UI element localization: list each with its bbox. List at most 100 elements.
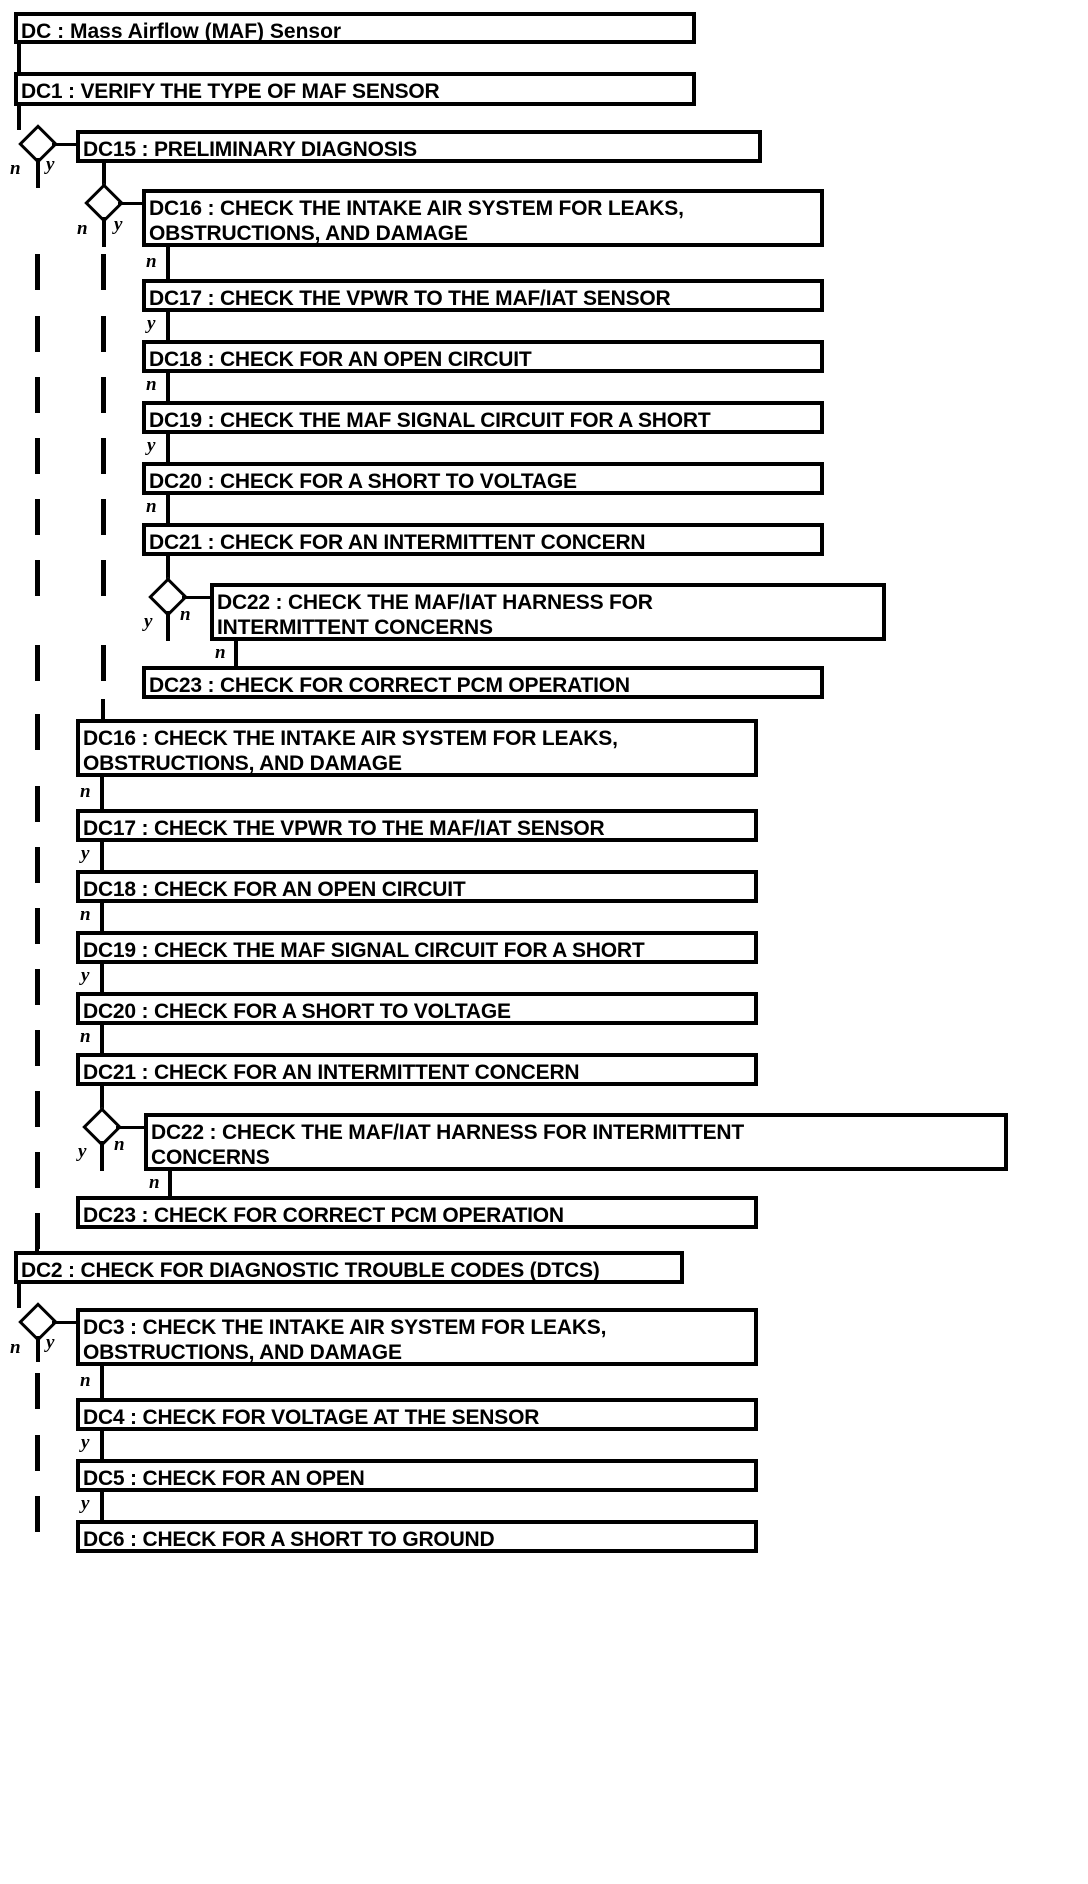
edge-label-dc18b-out: n xyxy=(80,904,91,925)
edge-DC3-out xyxy=(100,1366,104,1398)
edge-dc2-n-spine xyxy=(36,1336,40,1362)
node-DC21a[interactable]: DC21 : CHECK FOR AN INTERMITTENT CONCERN xyxy=(142,523,824,556)
node-DC15[interactable]: DC15 : PRELIMINARY DIAGNOSIS xyxy=(76,130,762,163)
edge-dc22a-y-spine xyxy=(166,611,170,641)
edge-dc22b-n-link xyxy=(116,1126,146,1129)
spine-l1-solid-to-DC2 xyxy=(35,1229,39,1251)
edge-DC-to-DC1 xyxy=(17,44,21,72)
edge-label-dc17a-out: y xyxy=(147,313,156,334)
node-DC20b[interactable]: DC20 : CHECK FOR A SHORT TO VOLTAGE xyxy=(76,992,758,1025)
node-DC16b[interactable]: DC16 : CHECK THE INTAKE AIR SYSTEM FOR L… xyxy=(76,719,758,777)
spine-dash-l1-a12 xyxy=(35,969,40,1005)
node-DC2[interactable]: DC2 : CHECK FOR DIAGNOSTIC TROUBLE CODES… xyxy=(14,1251,684,1284)
spine-dash-l1-a3 xyxy=(35,377,40,413)
edge-DC4-out xyxy=(100,1431,104,1459)
edge-label-dc22b-n: n xyxy=(114,1134,125,1155)
spine-dash-l1-a2 xyxy=(35,316,40,352)
edge-DC18b-out xyxy=(100,903,104,931)
edge-label-dc22b-out: n xyxy=(149,1172,160,1193)
edge-DC21a-to-dec22a xyxy=(166,556,170,583)
node-DC17b[interactable]: DC17 : CHECK THE VPWR TO THE MAF/IAT SEN… xyxy=(76,809,758,842)
spine-l2-solid-to-DC16b xyxy=(101,699,105,719)
spine-dash-l2-a1 xyxy=(101,254,106,290)
spine-dash-l1-a10 xyxy=(35,847,40,883)
node-DC1[interactable]: DC1 : VERIFY THE TYPE OF MAF SENSOR xyxy=(14,72,696,106)
edge-label-dc22a-out: n xyxy=(215,642,226,663)
edge-dc2-y-link xyxy=(52,1321,78,1324)
edge-label-dc22a-n: n xyxy=(180,604,191,625)
spine-dash-l1-a1 xyxy=(35,254,40,290)
edge-DC17b-out xyxy=(100,842,104,870)
edge-label-dc19a-out: y xyxy=(147,435,156,456)
edge-label-dc3-out: n xyxy=(80,1370,91,1391)
spine-dash-l1-a11 xyxy=(35,908,40,944)
edge-DC1-to-dec15 xyxy=(17,106,21,130)
edge-DC19b-out xyxy=(100,964,104,992)
edge-label-dc16a-y: y xyxy=(114,214,123,235)
spine-dash-l1-a6 xyxy=(35,560,40,596)
spine-dash-l1-a7 xyxy=(35,645,40,681)
node-DC23a[interactable]: DC23 : CHECK FOR CORRECT PCM OPERATION xyxy=(142,666,824,699)
edge-DC16a-out xyxy=(166,247,170,279)
node-DC6[interactable]: DC6 : CHECK FOR A SHORT TO GROUND xyxy=(76,1520,758,1553)
node-DC22a[interactable]: DC22 : CHECK THE MAF/IAT HARNESS FOR INT… xyxy=(210,583,886,641)
node-DC18a[interactable]: DC18 : CHECK FOR AN OPEN CIRCUIT xyxy=(142,340,824,373)
edge-dc15-n-spine xyxy=(36,158,40,188)
spine-dash-l1-a13 xyxy=(35,1030,40,1066)
edge-label-dc19b-out: y xyxy=(81,965,90,986)
edge-dc16a-n-spine xyxy=(102,217,106,247)
edge-label-dc20b-out: n xyxy=(80,1026,91,1047)
spine-dash-dc2-2 xyxy=(35,1435,40,1471)
edge-DC18a-out xyxy=(166,373,170,401)
edge-label-dc16a-out: n xyxy=(146,251,157,272)
edge-dc15-y-link xyxy=(52,143,78,146)
node-DC19b[interactable]: DC19 : CHECK THE MAF SIGNAL CIRCUIT FOR … xyxy=(76,931,758,964)
spine-dash-l1-a5 xyxy=(35,499,40,535)
node-DC22b[interactable]: DC22 : CHECK THE MAF/IAT HARNESS FOR INT… xyxy=(144,1113,1008,1171)
spine-dash-l2-a2 xyxy=(101,316,106,352)
node-DC5[interactable]: DC5 : CHECK FOR AN OPEN xyxy=(76,1459,758,1492)
edge-label-dc16a-n: n xyxy=(77,218,88,239)
spine-dash-l1-a9 xyxy=(35,786,40,822)
edge-DC15-to-dec16a xyxy=(102,163,106,189)
edge-label-dc22a-y: y xyxy=(144,611,153,632)
edge-label-dc20a-out: n xyxy=(146,496,157,517)
spine-dash-l2-a5 xyxy=(101,499,106,535)
node-DC21b[interactable]: DC21 : CHECK FOR AN INTERMITTENT CONCERN xyxy=(76,1053,758,1086)
spine-dash-l2-a7 xyxy=(101,645,106,681)
edge-label-dc17b-out: y xyxy=(81,843,90,864)
spine-dash-l1-a8 xyxy=(35,714,40,750)
edge-label-dc15-n: n xyxy=(10,158,21,179)
title-right-descender xyxy=(692,12,696,32)
edge-label-dc5-out: y xyxy=(81,1493,90,1514)
node-DC[interactable]: DC : Mass Airflow (MAF) Sensor xyxy=(14,12,696,44)
edge-DC16b-out xyxy=(100,777,104,809)
edge-label-dc2-n: n xyxy=(10,1337,21,1358)
node-DC18b[interactable]: DC18 : CHECK FOR AN OPEN CIRCUIT xyxy=(76,870,758,903)
node-DC19a[interactable]: DC19 : CHECK THE MAF SIGNAL CIRCUIT FOR … xyxy=(142,401,824,434)
spine-dash-l2-a4 xyxy=(101,438,106,474)
edge-DC20b-out xyxy=(100,1025,104,1053)
node-DC20a[interactable]: DC20 : CHECK FOR A SHORT TO VOLTAGE xyxy=(142,462,824,495)
spine-dash-l1-a15 xyxy=(35,1152,40,1188)
node-DC23b[interactable]: DC23 : CHECK FOR CORRECT PCM OPERATION xyxy=(76,1196,758,1229)
node-DC3[interactable]: DC3 : CHECK THE INTAKE AIR SYSTEM FOR LE… xyxy=(76,1308,758,1366)
edge-label-dc2-y: y xyxy=(46,1332,55,1353)
edge-DC20a-out xyxy=(166,495,170,523)
edge-DC17a-out xyxy=(166,312,170,340)
edge-dc22a-n-link xyxy=(182,596,212,599)
spine-dash-l2-a6 xyxy=(101,560,106,596)
edge-label-dc22b-y: y xyxy=(78,1141,87,1162)
edge-DC2-to-dec2 xyxy=(17,1284,21,1308)
edge-DC19a-out xyxy=(166,434,170,462)
node-DC4[interactable]: DC4 : CHECK FOR VOLTAGE AT THE SENSOR xyxy=(76,1398,758,1431)
edge-DC5-out xyxy=(100,1492,104,1520)
spine-dash-l2-a3 xyxy=(101,377,106,413)
spine-dash-l1-a4 xyxy=(35,438,40,474)
edge-dc22b-y-spine xyxy=(100,1141,104,1171)
node-DC16a[interactable]: DC16 : CHECK THE INTAKE AIR SYSTEM FOR L… xyxy=(142,189,824,247)
edge-label-dc16b-out: n xyxy=(80,781,91,802)
edge-DC22a-out xyxy=(234,641,238,669)
node-DC17a[interactable]: DC17 : CHECK THE VPWR TO THE MAF/IAT SEN… xyxy=(142,279,824,312)
